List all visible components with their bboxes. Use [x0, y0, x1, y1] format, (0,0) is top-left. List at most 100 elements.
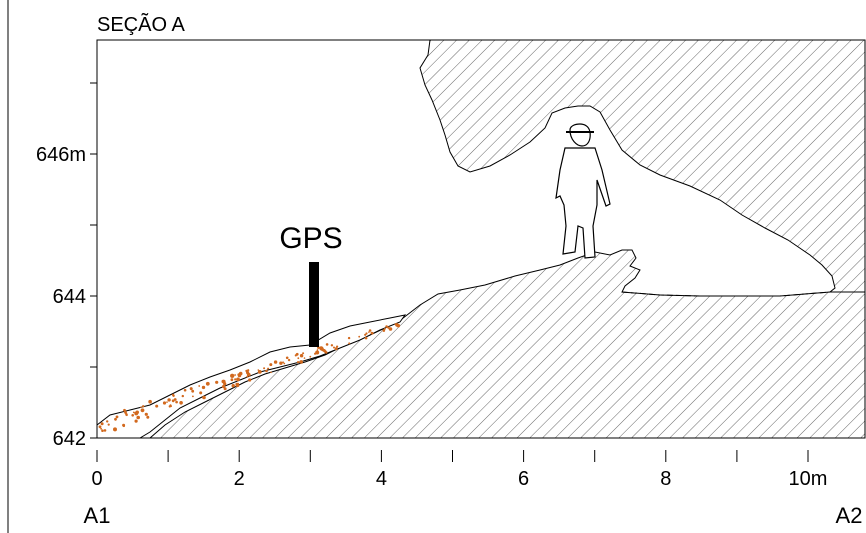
sediment-dot — [144, 412, 148, 416]
sediment-dot — [270, 371, 272, 374]
sediment-dot — [231, 384, 235, 388]
sediment-dot — [136, 415, 140, 420]
x-tick-label: 6 — [518, 468, 529, 490]
sediment-dot — [297, 357, 300, 360]
sediment-dot — [201, 385, 206, 390]
sediment-dot — [199, 391, 203, 395]
sediment-dot — [142, 405, 145, 408]
sediment-dot — [135, 410, 139, 415]
sediment-dot — [166, 401, 168, 403]
sediment-dot — [316, 349, 319, 351]
sediment-dot — [183, 388, 187, 392]
sediment-dot — [236, 377, 240, 382]
sediment-dot — [368, 331, 370, 333]
sediment-dot — [302, 352, 305, 355]
sediment-dot — [347, 336, 351, 340]
y-tick-label: 644 — [53, 286, 86, 308]
sediment-dot — [179, 401, 183, 405]
sediment-dot — [237, 373, 242, 378]
y-axis: 646m 644 642 — [36, 82, 97, 450]
sediment-dot — [198, 385, 201, 387]
sediment-dot — [175, 400, 178, 404]
y-tick-label: 642 — [53, 428, 86, 450]
sediment-dot — [189, 387, 193, 391]
sediment-dot — [114, 417, 117, 421]
y-tick-label: 646m — [36, 144, 86, 166]
sediment-dot — [125, 414, 128, 417]
sediment-dot — [101, 429, 104, 433]
sediment-dot — [140, 406, 142, 409]
sediment-dots — [98, 323, 401, 433]
sediment-dot — [333, 346, 335, 349]
sediment-dot — [234, 374, 237, 376]
sediment-dot — [325, 343, 329, 346]
sediment-dot — [315, 350, 320, 355]
person-figure — [555, 123, 611, 259]
sediment-dot — [287, 358, 291, 362]
endpoint-a2: A2 — [836, 503, 863, 528]
sediment-dot — [387, 326, 390, 329]
sediment-dot — [396, 324, 401, 328]
sediment-dot — [98, 425, 102, 429]
gps-marker — [309, 262, 319, 347]
plot-frame — [96, 39, 866, 439]
sediment-dot — [246, 375, 249, 378]
x-tick-label: 10m — [789, 468, 828, 490]
endpoint-a1: A1 — [84, 503, 111, 528]
sediment-dot — [172, 394, 175, 397]
floor-rock — [149, 249, 865, 438]
sediment-dot — [257, 370, 262, 374]
sediment-dot — [222, 379, 226, 384]
x-tick-label: 2 — [234, 468, 245, 490]
sediment-dot — [113, 427, 117, 432]
floor-dashed-line — [621, 291, 831, 297]
x-tick-label: 4 — [376, 468, 387, 490]
sediment-dot — [303, 357, 306, 359]
ceiling-rock — [419, 40, 865, 293]
sediment-dot — [283, 362, 286, 365]
sediment-dot — [269, 363, 273, 367]
sediment-dot — [299, 360, 304, 364]
sediment-dot — [134, 419, 138, 423]
sediment-dot — [155, 404, 159, 408]
sediment-dot — [248, 378, 252, 382]
sediment-dot — [237, 382, 240, 385]
sediment-dot — [234, 378, 237, 381]
sediment-dot — [324, 351, 328, 354]
sediment-dot — [334, 347, 338, 351]
sediment-dot — [191, 389, 195, 393]
sediment-dot — [267, 367, 270, 370]
sediment-dot — [140, 408, 145, 413]
sediment-dot — [297, 361, 300, 364]
sediment-dot — [263, 367, 266, 370]
sediment-dot — [171, 399, 175, 403]
sediment-dot — [265, 369, 268, 373]
sediment-dot — [294, 354, 297, 357]
sediment-dot — [162, 401, 167, 405]
sediment-dot — [348, 342, 351, 345]
sediment-dot — [107, 423, 110, 426]
sediment-dot — [146, 415, 150, 419]
sediment-dot — [358, 335, 361, 338]
sediment-dot — [148, 399, 152, 404]
sediment-dot — [167, 398, 171, 402]
sediment-dot — [131, 414, 134, 417]
sediment-dot — [122, 424, 125, 428]
sediment-dot — [205, 381, 210, 386]
sediment-dot — [368, 329, 372, 332]
sediment-dot — [192, 395, 194, 398]
sediment-dot — [365, 332, 368, 335]
sediment-dot — [168, 405, 171, 408]
sediment-dot — [282, 361, 284, 364]
sediment-dot — [106, 420, 109, 423]
sediment-dot — [230, 378, 234, 382]
sediment-dot — [364, 336, 368, 340]
sediment-dot — [273, 360, 278, 364]
sediment-dot — [223, 387, 227, 391]
gps-label: GPS — [279, 222, 342, 255]
sediment-dot — [383, 328, 386, 330]
sediment-dot — [371, 332, 374, 335]
sediment-dot — [215, 380, 219, 384]
